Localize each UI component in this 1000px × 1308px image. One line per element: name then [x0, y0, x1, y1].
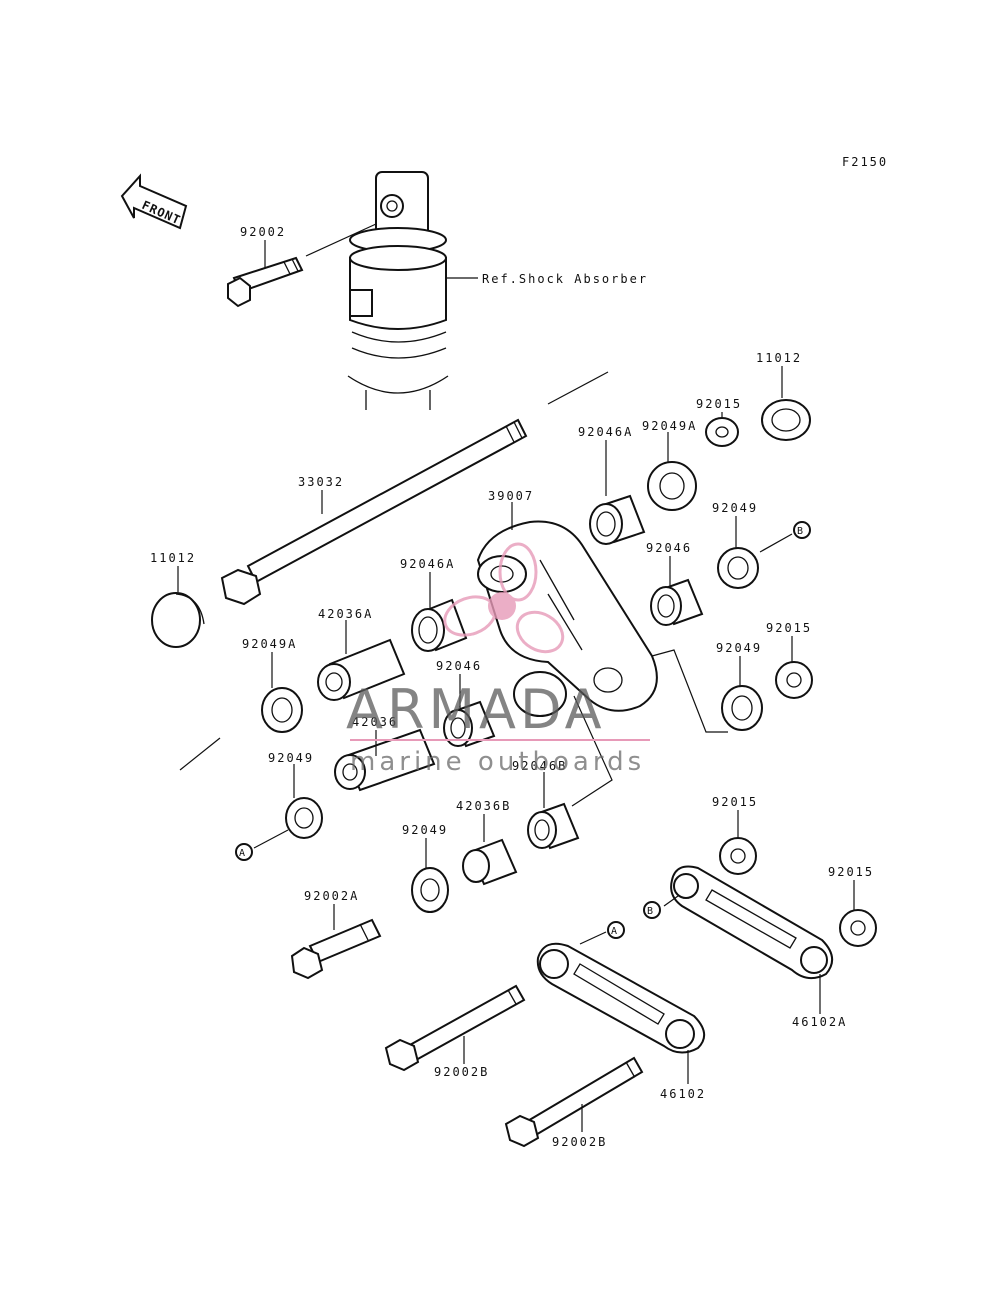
part-label-92046-right: 92046: [646, 541, 692, 555]
part-label-92015-lower-middle: 92015: [712, 795, 758, 809]
part-label-92015-upper: 92015: [696, 397, 742, 411]
part-label-92046-middle: 92046: [436, 659, 482, 673]
part-label-92049-right-lower: 92049: [716, 641, 762, 655]
part-label-92015-right-middle: 92015: [766, 621, 812, 635]
part-label-42036a: 42036A: [318, 607, 373, 621]
part-label-92046a-left: 92046A: [400, 557, 455, 571]
shock-absorber: [347, 171, 449, 410]
bearing-92046-right: [650, 578, 704, 626]
marker-a-left: [235, 843, 253, 861]
part-label-46102: 46102: [660, 1087, 706, 1101]
marker-b-lower-label: B: [647, 906, 653, 917]
seal-92049-left-lower: [285, 797, 323, 839]
bearing-92046a-upper: [589, 494, 646, 545]
bearing-92046-middle: [443, 700, 496, 748]
bearing-92046b: [527, 802, 580, 850]
marker-a-lower-label: A: [611, 926, 617, 937]
sleeve-42036a: [317, 638, 406, 701]
marker-a-left-label: A: [239, 848, 245, 859]
sleeve-42036: [334, 728, 436, 792]
watermark-underline: [350, 739, 650, 741]
part-label-92002: 92002: [240, 225, 286, 239]
part-label-39007: 39007: [488, 489, 534, 503]
marker-b-lower: [643, 901, 661, 919]
part-label-92049-lower: 92049: [402, 823, 448, 837]
nut-92015-upper: [705, 417, 739, 447]
shaft-line: [305, 223, 377, 257]
part-label-33032: 33032: [298, 475, 344, 489]
part-label-92002b-lower: 92002B: [552, 1135, 607, 1149]
bolt-92002a: [290, 918, 382, 980]
rocker-arm-39007: [476, 520, 658, 717]
watermark-brand: ARMADA: [346, 678, 606, 741]
cap-11012-right: [761, 399, 811, 441]
nut-92015-far-right: [839, 909, 877, 947]
propeller-logo-icon: [443, 542, 565, 654]
cap-11012-left: [151, 592, 205, 648]
figure-id: F2150: [842, 155, 888, 169]
watermark-tagline: marine outboards: [350, 747, 645, 777]
seal-92049-right-upper: [717, 547, 759, 589]
part-label-11012-right: 11012: [756, 351, 802, 365]
part-label-92002b-upper: 92002B: [434, 1065, 489, 1079]
link-46102a: [670, 865, 833, 980]
part-label-42036: 42036: [352, 715, 398, 729]
armada-watermark: ARMADA marine outboards: [346, 542, 650, 777]
part-label-92049-right-upper: 92049: [712, 501, 758, 515]
seal-92049a-upper: [647, 461, 697, 511]
bearing-92046a-left: [411, 598, 468, 652]
part-label-92002a: 92002A: [304, 889, 359, 903]
front-arrow-icon: FRONT: [120, 173, 188, 230]
link-46102: [536, 942, 705, 1054]
part-label-92049a-left: 92049A: [242, 637, 297, 651]
part-label-92049a-upper: 92049A: [642, 419, 697, 433]
shaft-33032: [220, 418, 528, 606]
part-label-92015-far-right: 92015: [828, 865, 874, 879]
seal-92049a-left: [261, 687, 303, 733]
part-label-92046b: 92046B: [512, 759, 567, 773]
marker-a-lower: [607, 921, 625, 939]
nut-92015-lower-middle: [719, 837, 757, 875]
part-label-92049-left-lower: 92049: [268, 751, 314, 765]
ref-shock-absorber-label: Ref.Shock Absorber: [482, 272, 648, 286]
bolt-92002b-lower: [504, 1056, 644, 1148]
seal-92049-right-lower: [721, 685, 763, 731]
seal-92049-lower: [411, 867, 449, 913]
part-label-92046a-upper: 92046A: [578, 425, 633, 439]
marker-b-upper-label: B: [797, 526, 803, 537]
part-label-46102a: 46102A: [792, 1015, 847, 1029]
sleeve-42036b: [462, 838, 518, 886]
part-label-11012-left: 11012: [150, 551, 196, 565]
part-label-42036b: 42036B: [456, 799, 511, 813]
marker-b-upper: [793, 521, 811, 539]
bolt-92002b-upper: [384, 984, 526, 1072]
nut-92015-right-middle: [775, 661, 813, 699]
bolt-92002: [227, 256, 304, 308]
